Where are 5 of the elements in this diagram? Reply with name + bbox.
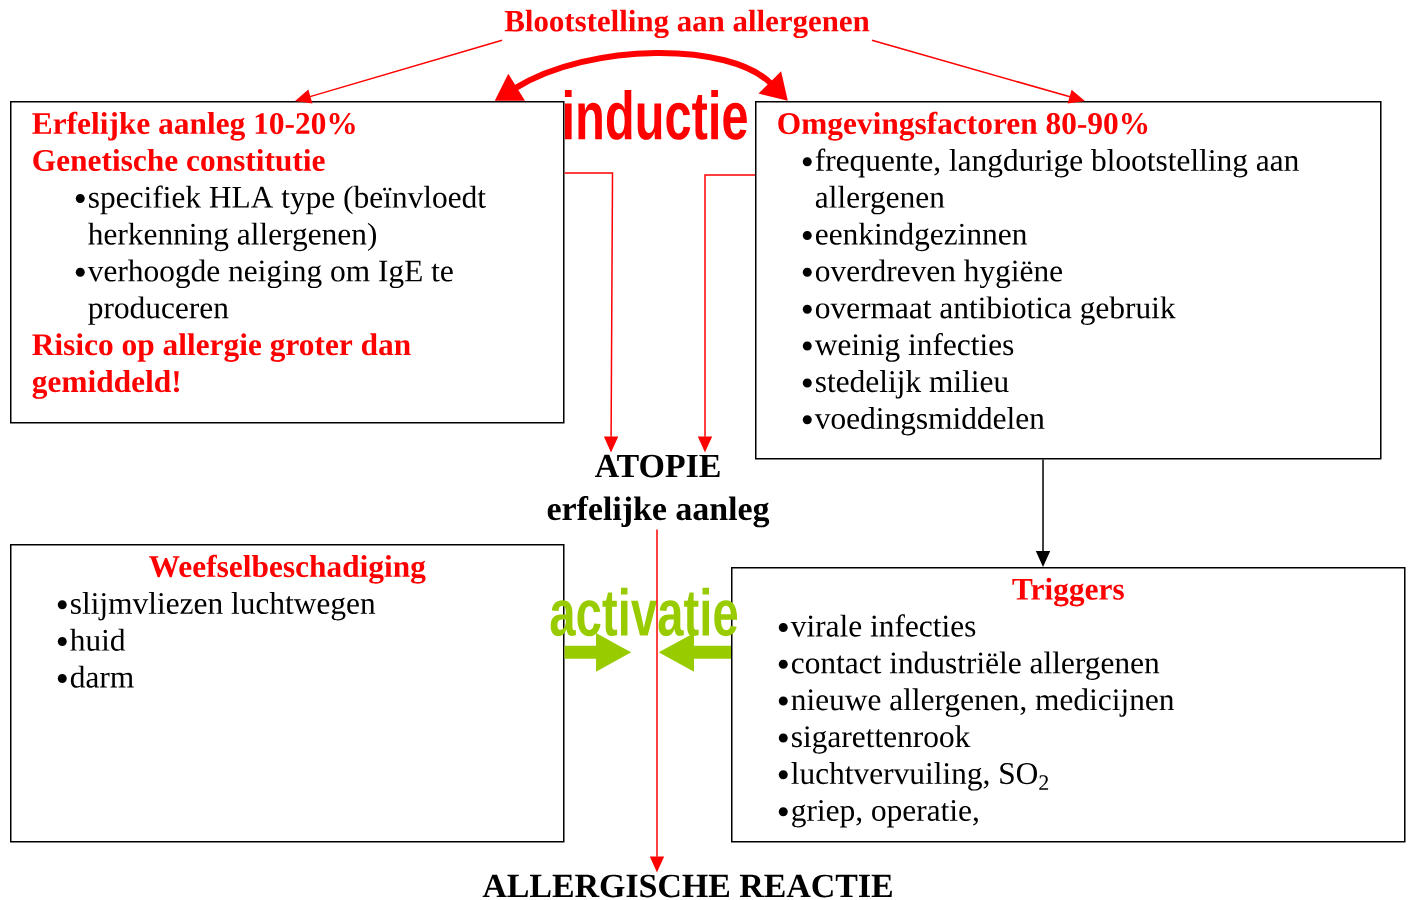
text-box: Erfelijke aanleg 10-20% Genetische constitutie specifiek HLA type (beïnvloedt herkenning allergenen) verhoogde neiging om IgE te produceren Risico op allergie groter dan gemiddeld! (10, 101, 565, 424)
heading-text: Blootstelling aan allergenen (504, 9, 870, 39)
text-box: Omgevingsfactoren 80-90% frequente, langdurige blootstelling aan allergenen eenkindgezinnen overdreven hygiëne overmaat antibiotica gebruik weinig infecties stedelijk milieu voedingsmiddelen (755, 101, 1382, 460)
heading-text: ALLERGISCHE REACTIE (482, 874, 892, 898)
edge-label: inductie (564, 90, 747, 140)
